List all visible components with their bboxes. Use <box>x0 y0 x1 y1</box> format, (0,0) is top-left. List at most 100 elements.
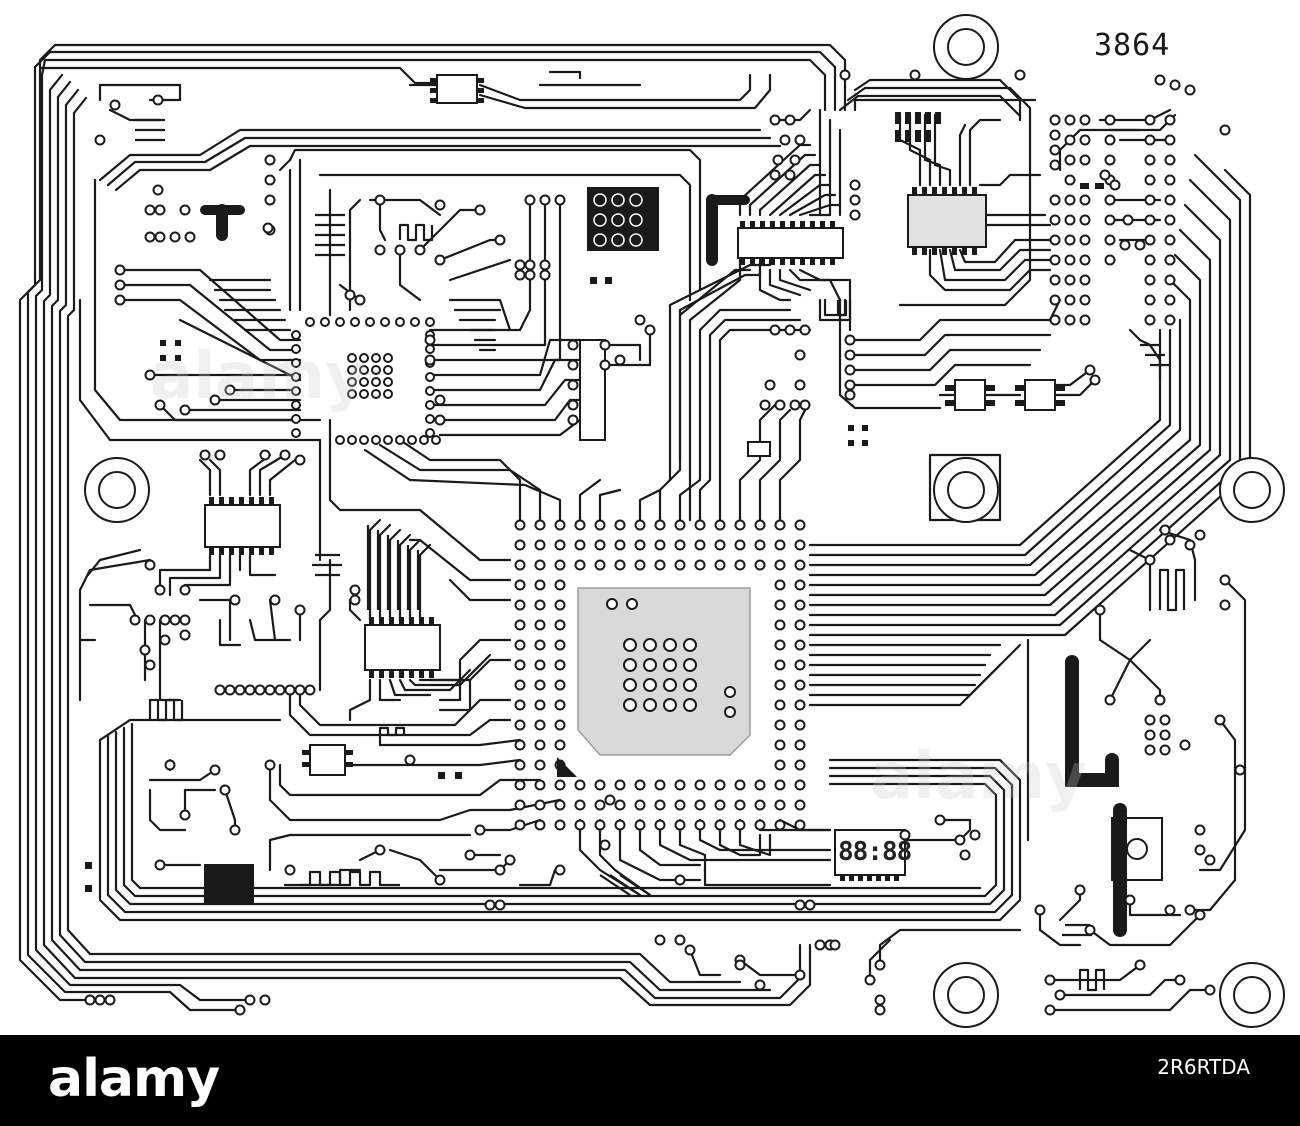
inner-pad <box>724 706 736 718</box>
trace <box>268 763 562 822</box>
bga-pad <box>754 559 766 571</box>
via-pad <box>1104 154 1116 166</box>
via-pad <box>1104 234 1116 246</box>
inner-pad <box>683 658 697 672</box>
trace <box>86 548 142 577</box>
chip-pin <box>429 617 434 625</box>
via-pad <box>1194 844 1206 856</box>
smd-pad <box>1080 183 1089 189</box>
via-pad <box>1064 174 1076 186</box>
bga-pad <box>794 719 806 731</box>
chip-pin <box>409 670 414 678</box>
smd-pad <box>175 355 181 361</box>
smd-pad <box>925 112 931 124</box>
trace <box>318 558 332 622</box>
serpentine-trace <box>378 726 406 737</box>
via-pad <box>154 231 166 243</box>
via-pad <box>504 854 516 866</box>
via-pad <box>769 324 781 336</box>
trace-bus <box>808 328 1172 557</box>
smd-pad <box>905 130 911 142</box>
bga-pad <box>774 539 786 551</box>
trace <box>418 543 432 622</box>
via-pad <box>1119 239 1131 251</box>
bga-pad <box>674 539 686 551</box>
via-pad <box>1049 159 1061 171</box>
via-pad <box>1044 974 1056 986</box>
bga-pad <box>754 519 766 531</box>
smd-pad <box>848 440 854 446</box>
chip-pin <box>419 670 424 678</box>
trace <box>868 938 892 982</box>
via-pad <box>1194 909 1206 921</box>
trace <box>218 618 242 647</box>
via-pad <box>159 614 171 626</box>
inner-pad <box>663 678 677 692</box>
via-pad <box>1049 274 1061 286</box>
bga-pad <box>654 519 666 531</box>
bga-pad <box>574 819 586 831</box>
bga-pad <box>594 819 606 831</box>
bga-pad <box>534 659 546 671</box>
trace-bus <box>42 73 812 1007</box>
qfp-pad <box>383 353 393 363</box>
via-pad <box>1164 234 1176 246</box>
bga-pad <box>794 759 806 771</box>
via-pad <box>154 584 166 596</box>
chip-pin <box>849 875 854 881</box>
chip-pin <box>229 497 234 505</box>
via-pad <box>284 684 296 696</box>
via-pad <box>1084 924 1096 936</box>
via-pad <box>1219 574 1231 586</box>
via-pad <box>394 244 406 256</box>
trace <box>428 378 582 407</box>
bga-pad <box>534 579 546 591</box>
chip-pin <box>379 617 384 625</box>
via-pad <box>1144 254 1156 266</box>
via-pad <box>789 399 801 411</box>
bga-pad <box>634 779 646 791</box>
trace <box>198 598 232 642</box>
via-pad <box>1164 214 1176 226</box>
via-pad <box>259 994 271 1006</box>
bga-pad <box>634 519 646 531</box>
via-pad <box>114 294 126 306</box>
trace <box>658 818 832 862</box>
trace-bus <box>808 228 1212 597</box>
via-pad <box>179 204 191 216</box>
trace <box>158 618 182 702</box>
via-pad <box>554 194 566 206</box>
via-pad <box>844 389 856 401</box>
chip-pin <box>800 221 805 228</box>
bga-pad <box>514 699 526 711</box>
smd-pad <box>895 130 901 142</box>
via-pad <box>234 684 246 696</box>
trace-bus <box>18 43 92 1002</box>
trace <box>378 198 387 242</box>
via-pad <box>1104 694 1116 706</box>
trace-bus <box>808 663 1002 697</box>
bga-pad <box>614 539 626 551</box>
trace <box>778 408 807 522</box>
chip-pin <box>840 875 845 881</box>
via-pad <box>864 974 876 986</box>
via-pad <box>1034 904 1046 916</box>
bga-pad <box>734 779 746 791</box>
bga-pad <box>594 539 606 551</box>
pad-bars <box>366 525 420 610</box>
bga-pad <box>534 519 546 531</box>
smd-pad <box>895 112 901 124</box>
trace-frame <box>106 136 772 187</box>
qfp-pad <box>425 428 435 438</box>
bga-pad <box>514 579 526 591</box>
trace <box>408 538 422 622</box>
bga-pad <box>714 779 726 791</box>
trace <box>898 818 972 842</box>
ic-chip <box>1024 379 1056 411</box>
inner-pad <box>606 598 618 610</box>
bga-pad <box>594 519 606 531</box>
qfp-pad <box>407 435 417 445</box>
trace-frame <box>838 94 1022 118</box>
qfp-pad <box>425 414 435 424</box>
bga-pad <box>794 619 806 631</box>
